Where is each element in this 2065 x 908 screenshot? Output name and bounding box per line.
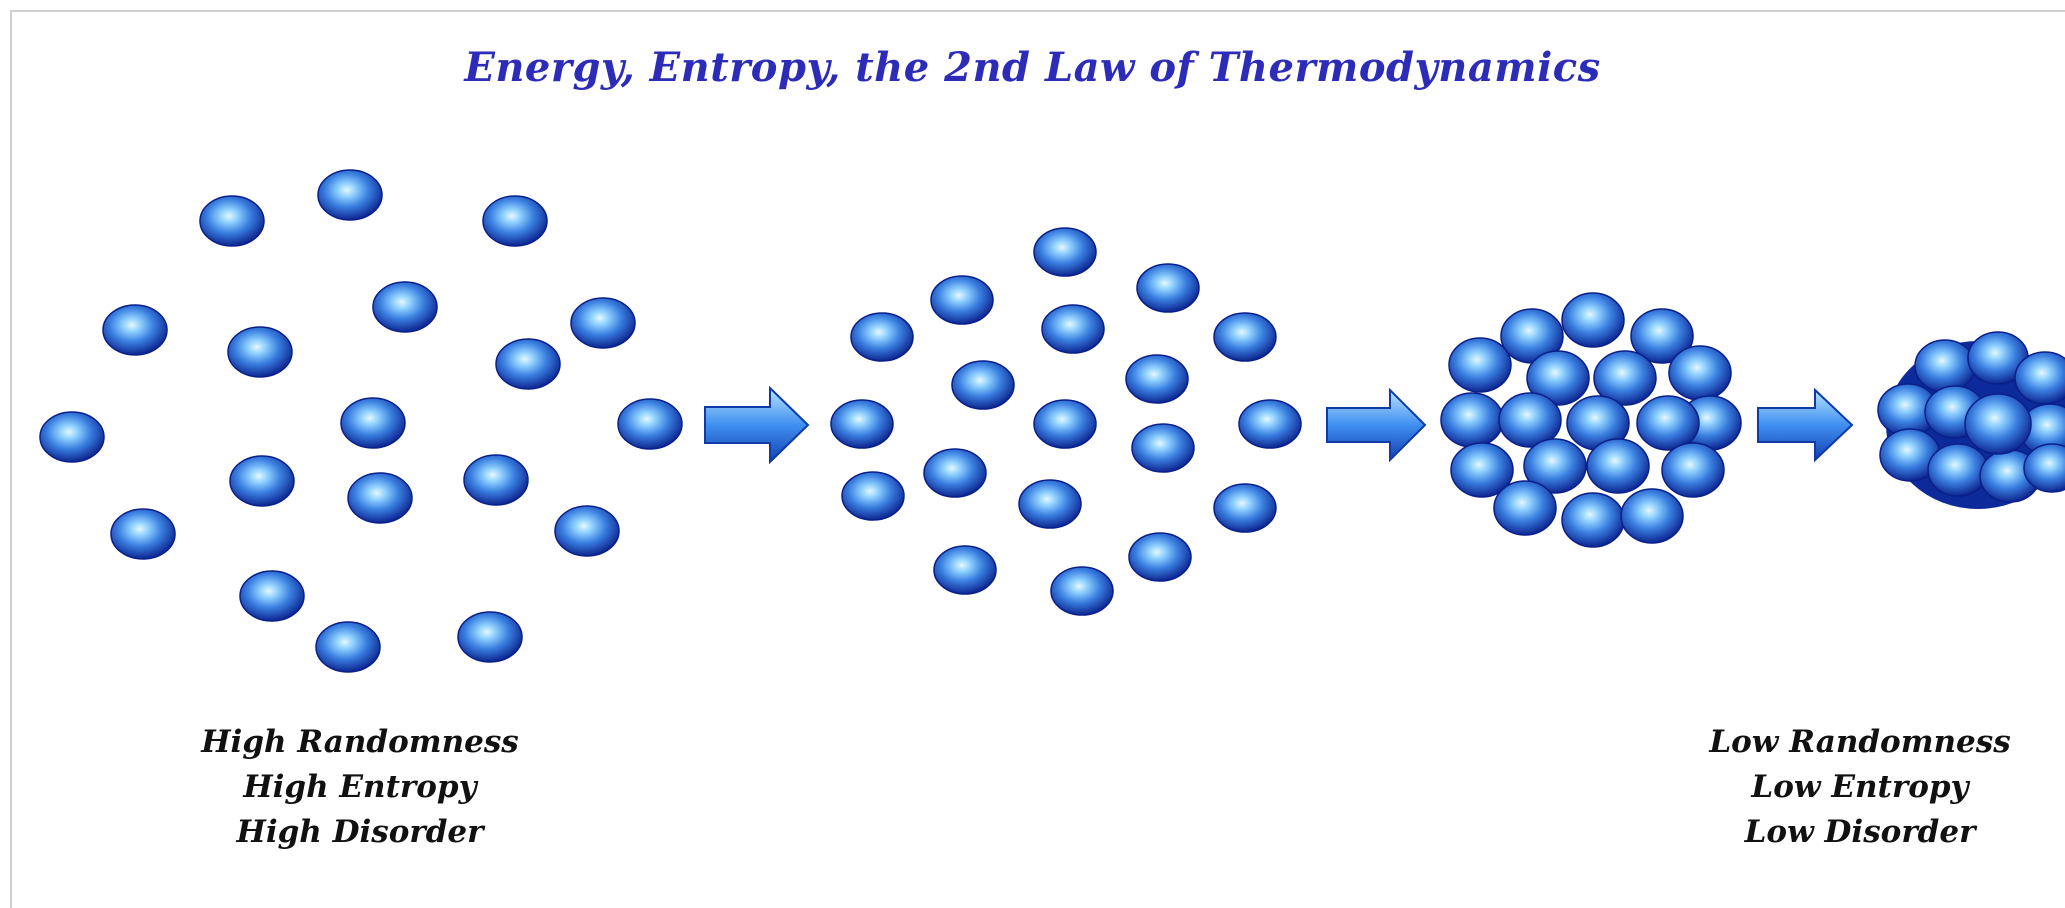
particle-icon <box>1526 350 1590 406</box>
particle-icon <box>1213 483 1277 533</box>
label-high-randomness: High Randomness <box>201 724 519 760</box>
particle-icon <box>951 360 1015 410</box>
particle-icon <box>1033 399 1097 449</box>
low-entropy-labels: Low Randomness Low Entropy Low Disorder <box>1630 720 2065 855</box>
particle-icon <box>317 169 383 221</box>
particle-icon <box>1128 532 1192 582</box>
particle-icon <box>1927 443 1989 497</box>
label-high-disorder: High Disorder <box>236 814 484 850</box>
particle-icon <box>1636 395 1700 451</box>
particle-icon <box>495 338 561 390</box>
particle-icon <box>2023 443 2065 493</box>
particle-icon <box>554 505 620 557</box>
particle-icon <box>1630 308 1694 364</box>
particle-icon <box>2014 351 2065 405</box>
particle-icon <box>1586 438 1650 494</box>
particle-icon <box>1561 492 1625 548</box>
particle-icon <box>1050 566 1114 616</box>
particle-icon <box>923 448 987 498</box>
right-arrow-icon <box>1757 387 1854 463</box>
particle-icon <box>1561 292 1625 348</box>
particle-icon <box>1964 393 2032 455</box>
diagram-title: Energy, Entropy, the 2nd Law of Thermody… <box>464 44 1601 91</box>
particle-icon <box>372 281 438 333</box>
particle-icon <box>199 195 265 247</box>
label-high-entropy: High Entropy <box>243 769 477 805</box>
particle-icon <box>1440 392 1504 448</box>
particle-icon <box>347 472 413 524</box>
particle-icon <box>841 471 905 521</box>
particle-icon <box>1498 392 1562 448</box>
label-low-randomness: Low Randomness <box>1709 724 2011 760</box>
particle-icon <box>1620 488 1684 544</box>
particle-icon <box>340 397 406 449</box>
stage-lowest-disorder-sphere <box>1877 331 2065 509</box>
particle-icon <box>102 304 168 356</box>
high-entropy-labels: High Randomness High Entropy High Disord… <box>150 720 570 855</box>
particle-icon <box>482 195 548 247</box>
particle-icon <box>930 275 994 325</box>
stage-medium-disorder <box>830 227 1302 616</box>
particle-icon <box>1238 399 1302 449</box>
particle-icon <box>110 508 176 560</box>
particle-icon <box>457 611 523 663</box>
particle-icon <box>1125 354 1189 404</box>
particle-icon <box>239 570 305 622</box>
particle-icon <box>1213 312 1277 362</box>
particle-icon <box>1041 304 1105 354</box>
right-arrow-icon <box>1326 387 1427 463</box>
particle-icon <box>1033 227 1097 277</box>
particle-icon <box>1523 438 1587 494</box>
particle-icon <box>1493 480 1557 536</box>
particle-icon <box>1131 423 1195 473</box>
label-low-disorder: Low Disorder <box>1744 814 1976 850</box>
right-arrow-icon <box>704 385 810 465</box>
particle-icon <box>1448 337 1512 393</box>
particle-icon <box>39 411 105 463</box>
image-frame <box>10 10 2065 908</box>
particle-icon <box>1668 345 1732 401</box>
particle-icon <box>933 545 997 595</box>
particle-icon <box>315 621 381 673</box>
particle-icon <box>570 297 636 349</box>
particle-icon <box>227 326 293 378</box>
particle-icon <box>1018 479 1082 529</box>
particle-icon <box>830 399 894 449</box>
stage-low-disorder-cluster <box>1440 292 1742 548</box>
particle-icon <box>1450 442 1514 498</box>
particle-icon <box>1661 442 1725 498</box>
particle-icon <box>229 455 295 507</box>
stage-high-disorder <box>39 169 683 673</box>
particle-icon <box>463 454 529 506</box>
particle-icon <box>1136 263 1200 313</box>
particle-icon <box>617 398 683 450</box>
particle-icon <box>850 312 914 362</box>
particle-icon <box>1914 339 1976 393</box>
label-low-entropy: Low Entropy <box>1751 769 1969 805</box>
particle-icon <box>1593 350 1657 406</box>
